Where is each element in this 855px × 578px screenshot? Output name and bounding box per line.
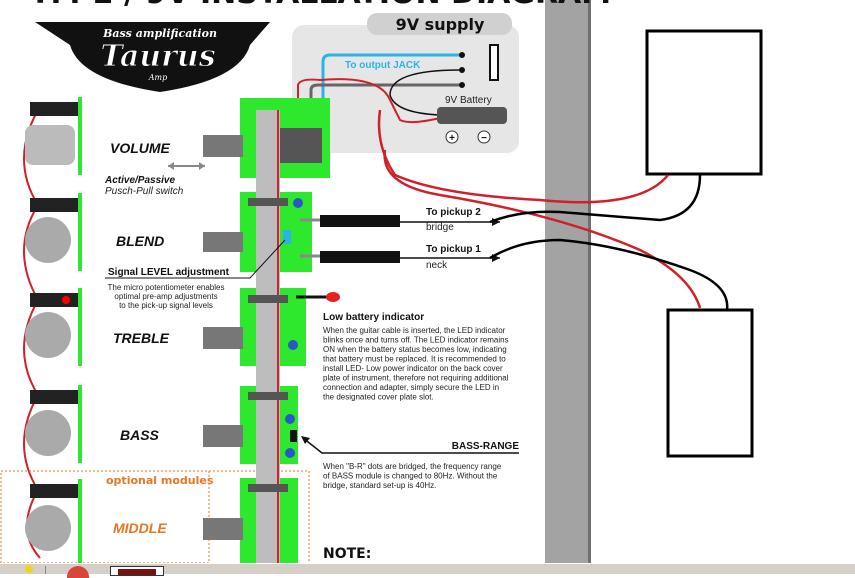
svg-text:of BASS module is changed to 8: of BASS module is changed to 80Hz. Witho… [323,472,498,481]
svg-text:Amp: Amp [148,73,167,82]
svg-text:Low battery indicator: Low battery indicator [323,312,424,323]
toolbar-button-3[interactable] [110,566,164,576]
color-swatch-icon [118,569,156,575]
module-label-treble: TREBLE [113,330,170,346]
module-label-volume: VOLUME [110,140,171,156]
low-battery-note: Low battery indicator When the guitar ca… [323,312,509,402]
svg-text:Taurus: Taurus [100,39,215,74]
bass-range-note: BASS-RANGE When "B-R" dots are bridged, … [301,436,519,490]
module-label-bass: BASS [120,427,160,443]
svg-text:bridge: bridge [426,222,454,233]
canvas-gray-strip [545,0,591,563]
drawn-red-wire-2 [383,149,702,309]
supply-header: 9V supply [396,15,485,34]
svg-text:connection and adapter, simply: connection and adapter, simply secure th… [323,383,499,392]
optional-modules-label: optional modules [106,474,214,487]
pickup-cables: To pickup 2 bridge To pickup 1 neck [300,207,500,271]
svg-text:Signal LEVEL adjustment: Signal LEVEL adjustment [108,267,230,278]
module-label-middle: MIDDLE [113,520,167,536]
user-drawing [377,29,763,458]
bottom-toolbar [0,563,855,578]
drawn-black-wire-2 [489,238,729,311]
svg-text:BASS-RANGE: BASS-RANGE [452,441,520,452]
diagram-title: TM-2 / 9V INSTALLATION DIAGRAM [30,0,611,11]
toolbar-button-1[interactable] [15,565,46,574]
red-circle-icon [67,566,89,578]
jack-label: To output JACK [345,60,421,71]
svg-text:install LED- Low power indica: install LED- Low power indicator on the … [323,364,503,373]
svg-text:The micro potentiometer enable: The micro potentiometer enables [108,283,225,292]
svg-text:−: − [481,133,487,144]
svg-text:plate of instrument, therefor: plate of instrument, therefore not requi… [323,374,509,383]
svg-text:bridge, standard set-up is 40H: bridge, standard set-up is 40Hz. [323,481,436,490]
ribbon-cable [256,110,280,563]
svg-text:optimal pre-amp adjustments: optimal pre-amp adjustments [114,292,217,301]
svg-text:+: + [449,133,455,144]
module-label-blend: BLEND [116,233,164,249]
taurus-logo: Bass amplification Taurus Amp [35,22,270,92]
battery-label: 9V Battery [445,95,492,106]
svg-text:blinks once and turns off. The: blinks once and turns off. The LED indic… [323,336,509,345]
star-icon [25,565,33,573]
pickup-2-label: To pickup 2 [426,207,481,218]
pickup-1-label: To pickup 1 [426,244,481,255]
svg-text:Bass amplification: Bass amplification [102,27,217,40]
svg-text:When the guitar cable is inser: When the guitar cable is inserted, the L… [323,326,506,335]
signal-level-note: Signal LEVEL adjustment The micro potent… [105,230,291,310]
svg-text:Pusch-Pull switch: Pusch-Pull switch [105,186,184,197]
svg-text:Active/Passive: Active/Passive [104,175,175,186]
svg-text:ON when the battery status bec: ON when the battery status becomes low, … [323,345,507,354]
drawn-rectangle-top [645,29,763,176]
svg-text:to the pick-up signal levels: to the pick-up signal levels [119,301,213,310]
svg-text:that battery must be replaced.: that battery must be replaced. It is rec… [323,355,506,364]
module-volume: VOLUME Active/Passive Pusch-Pull switch [25,97,330,197]
svg-text:When "B-R" dots are bridged, t: When "B-R" dots are bridged, the frequen… [323,462,502,471]
drawn-black-wire-1 [489,174,702,224]
note-heading: NOTE: [323,546,371,562]
svg-text:the designated cover plate slo: the designated cover plate slot. [323,393,434,402]
supply-panel: 9V supply To output JACK 9V Battery + − [292,13,519,153]
drawn-rectangle-bottom [666,308,754,458]
svg-text:neck: neck [426,260,448,271]
